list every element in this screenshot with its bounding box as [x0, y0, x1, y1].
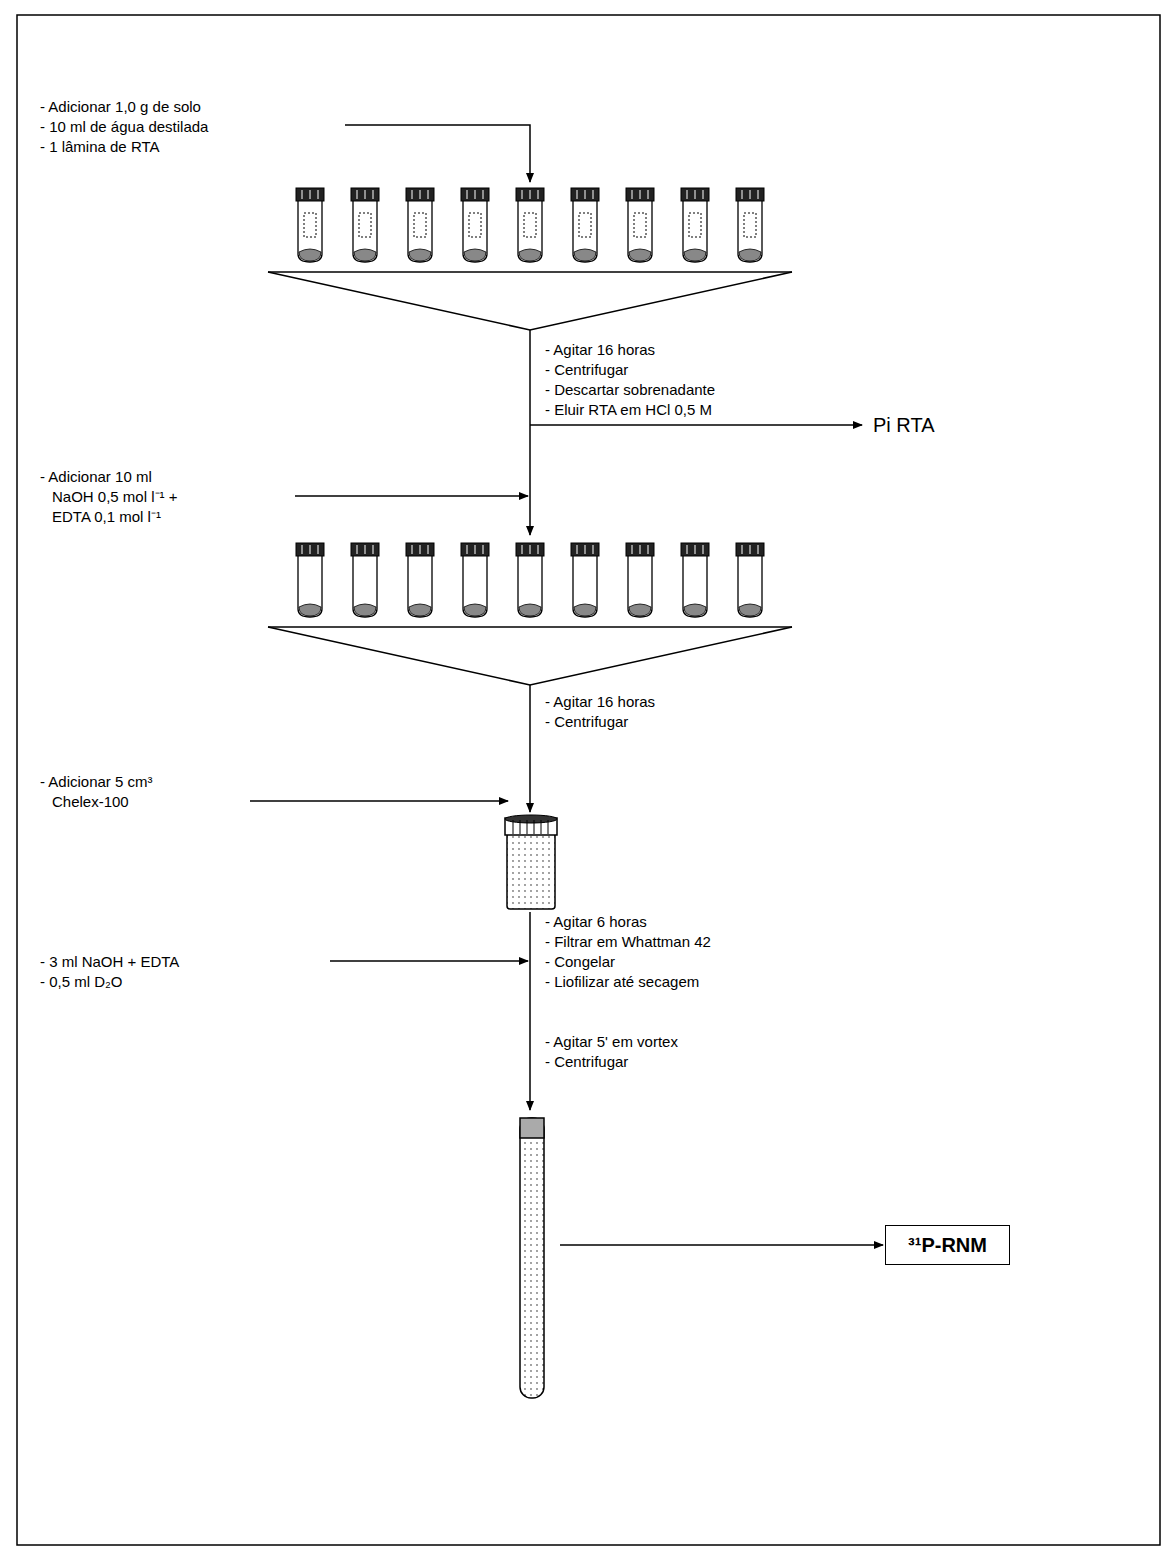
- step-text: - Adicionar 1,0 g de solo: [40, 97, 201, 116]
- step-text: - Liofilizar até secagem: [545, 972, 699, 991]
- step-text: - Adicionar 5 cm³: [40, 772, 153, 791]
- centrifuge-tube: [736, 543, 764, 617]
- step-text: - Eluir RTA em HCl 0,5 M: [545, 400, 712, 419]
- centrifuge-tube: [296, 543, 324, 617]
- chelex-jar: [505, 815, 557, 909]
- centrifuge-tube: [681, 188, 709, 262]
- step-text: - Agitar 6 horas: [545, 912, 647, 931]
- frame: [17, 15, 1160, 1545]
- step-text: - 0,5 ml D₂O: [40, 972, 123, 991]
- step-text: NaOH 0,5 mol l⁻¹ +: [52, 487, 177, 506]
- step-text: - 10 ml de água destilada: [40, 117, 208, 136]
- step-text: - Agitar 16 horas: [545, 340, 655, 359]
- centrifuge-tube: [571, 188, 599, 262]
- centrifuge-tube: [516, 543, 544, 617]
- centrifuge-tube: [736, 188, 764, 262]
- box-text: ³¹P-RNM: [908, 1234, 987, 1257]
- centrifuge-tube: [571, 543, 599, 617]
- centrifuge-tube: [406, 543, 434, 617]
- centrifuge-tube: [516, 188, 544, 262]
- step-text: - Agitar 16 horas: [545, 692, 655, 711]
- centrifuge-tube: [296, 188, 324, 262]
- step-text: - 1 lâmina de RTA: [40, 137, 160, 156]
- centrifuge-tube: [351, 188, 379, 262]
- step-text: - Centrifugar: [545, 1052, 628, 1071]
- step-text: - Agitar 5' em vortex: [545, 1032, 678, 1051]
- centrifuge-tube: [626, 188, 654, 262]
- centrifuge-tube: [461, 188, 489, 262]
- nmr-tube: [520, 1118, 544, 1398]
- tube-rows: [296, 188, 764, 617]
- centrifuge-tube: [351, 543, 379, 617]
- step-text: - 3 ml NaOH + EDTA: [40, 952, 179, 971]
- centrifuge-tube: [461, 543, 489, 617]
- analysis-box: ³¹P-RNM: [885, 1225, 1010, 1265]
- step-text: - Descartar sobrenadante: [545, 380, 715, 399]
- centrifuge-tube: [626, 543, 654, 617]
- step-text: - Centrifugar: [545, 360, 628, 379]
- step-text: - Centrifugar: [545, 712, 628, 731]
- centrifuge-tube: [406, 188, 434, 262]
- output-label: Pi RTA: [873, 413, 935, 437]
- step-text: - Adicionar 10 ml: [40, 467, 152, 486]
- step-text: Chelex-100: [52, 792, 129, 811]
- step-text: - Filtrar em Whattman 42: [545, 932, 711, 951]
- flow-lines: [250, 125, 883, 1245]
- step-text: EDTA 0,1 mol l⁻¹: [52, 507, 161, 526]
- centrifuge-tube: [681, 543, 709, 617]
- step-text: - Congelar: [545, 952, 615, 971]
